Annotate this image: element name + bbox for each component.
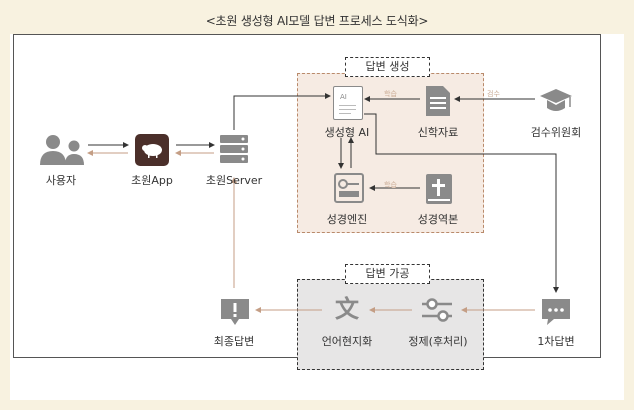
sliders-icon (422, 298, 452, 322)
server-label: 초원Server (205, 174, 263, 187)
localize-label: 언어현지화 (321, 335, 373, 348)
first-answer-label: 1차답변 (537, 335, 575, 348)
answer-processing-label: 답변 가공 (345, 264, 430, 284)
bible-book-icon (426, 174, 452, 204)
edge-label-learn-translation: 학습 (384, 181, 397, 189)
bible-engine-icon (334, 173, 364, 203)
engine-label: 성경엔진 (326, 213, 368, 226)
server-icon (220, 135, 248, 163)
edge-label-review: 검수 (487, 90, 500, 98)
diagram-title: <초원 생성형 AI모델 답변 프로세스 도식화> (205, 14, 429, 28)
sheep-app-icon (135, 134, 169, 166)
edge-label-learn-theology: 학습 (384, 90, 397, 98)
answer-generation-group (297, 73, 484, 233)
alert-bubble-icon (221, 299, 249, 325)
final-answer-label: 최종답변 (213, 335, 255, 348)
edge-ai-to-first-answer (364, 113, 559, 293)
user-label: 사용자 (45, 174, 77, 187)
ai-document-icon: AI (333, 86, 363, 120)
translate-icon: 文 (335, 295, 359, 323)
chat-bubble-icon (542, 299, 570, 325)
app-label: 초원App (131, 174, 173, 187)
review-label: 검수위원회 (530, 126, 582, 139)
edge-server-to-ai (233, 93, 331, 130)
ai-badge: AI (340, 93, 347, 101)
theology-label: 신학자료 (417, 126, 459, 139)
ai-label: 생성형 AI (324, 126, 370, 139)
refine-label: 정제(후처리) (408, 335, 468, 348)
answer-generation-label: 답변 생성 (345, 57, 430, 77)
document-icon (426, 86, 450, 116)
translation-label: 성경역본 (417, 213, 459, 226)
users-icon (40, 135, 84, 165)
graduation-cap-icon (540, 89, 572, 111)
